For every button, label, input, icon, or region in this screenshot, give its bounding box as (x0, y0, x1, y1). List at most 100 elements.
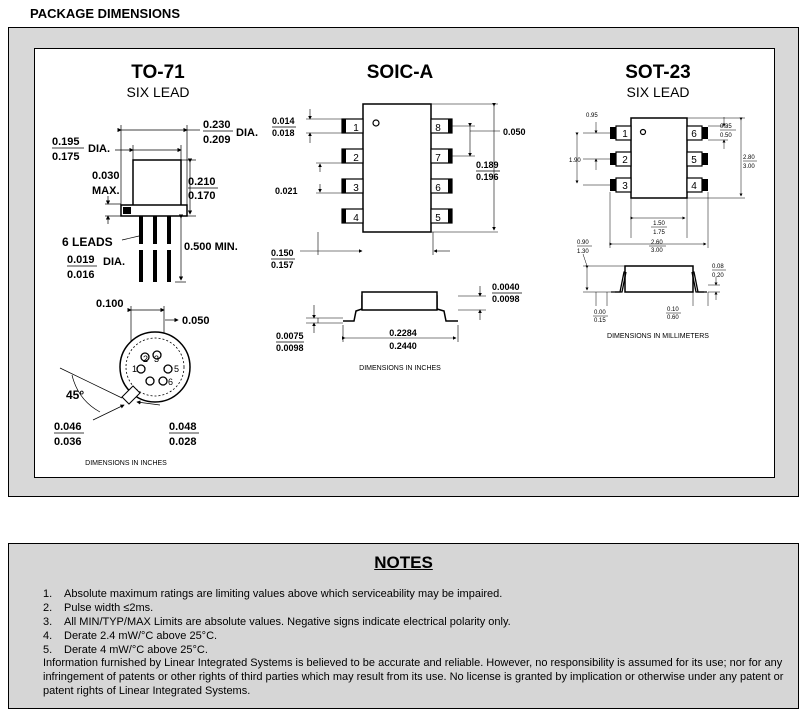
svg-text:DIA.: DIA. (88, 143, 110, 155)
svg-text:6: 6 (168, 377, 173, 387)
svg-text:DIMENSIONS IN INCHES: DIMENSIONS IN INCHES (85, 460, 167, 467)
note-item: 3.All MIN/TYP/MAX Limits are absolute va… (43, 616, 511, 628)
svg-text:3: 3 (154, 354, 159, 364)
sot23-pins (615, 125, 703, 193)
svg-text:DIA.: DIA. (103, 256, 125, 268)
svg-text:0.019: 0.019 (67, 254, 95, 266)
to71-drawing: TO-71 SIX LEAD 0.19 (52, 62, 258, 467)
svg-text:7: 7 (435, 153, 441, 164)
svg-text:0.0075: 0.0075 (276, 331, 304, 341)
svg-text:0.046: 0.046 (54, 421, 82, 433)
svg-text:1.30: 1.30 (577, 249, 589, 255)
sot23-body (630, 117, 688, 199)
svg-text:0.209: 0.209 (203, 134, 231, 146)
svg-text:0.021: 0.021 (275, 186, 298, 196)
soic-title: SOIC-A (367, 62, 434, 83)
section-header: PACKAGE DIMENSIONS (30, 6, 180, 21)
package-drawings: TO-71 SIX LEAD 0.19 (52, 62, 757, 467)
svg-text:45°: 45° (66, 388, 84, 402)
svg-text:DIMENSIONS IN INCHES: DIMENSIONS IN INCHES (359, 365, 441, 372)
svg-text:0.0098: 0.0098 (276, 343, 304, 353)
svg-text:0.018: 0.018 (272, 128, 295, 138)
svg-text:DIA.: DIA. (236, 127, 258, 139)
svg-text:0.00: 0.00 (594, 310, 606, 316)
soic-side-body (361, 291, 438, 311)
svg-text:2.60: 2.60 (651, 240, 663, 246)
sot23-subtitle: SIX LEAD (626, 84, 689, 100)
svg-text:0.170: 0.170 (188, 190, 216, 202)
to71-can (132, 159, 182, 211)
svg-text:0.2440: 0.2440 (389, 341, 417, 351)
svg-text:0.0098: 0.0098 (492, 294, 520, 304)
svg-text:1: 1 (132, 364, 137, 374)
svg-text:1.50: 1.50 (653, 221, 665, 227)
svg-text:0.50: 0.50 (720, 133, 732, 139)
to71-tab (123, 207, 131, 214)
svg-text:0.500 MIN.: 0.500 MIN. (184, 241, 238, 253)
svg-text:DIMENSIONS IN MILLIMETERS: DIMENSIONS IN MILLIMETERS (607, 333, 709, 340)
to71-title: TO-71 (131, 62, 185, 83)
svg-text:0.95: 0.95 (586, 113, 598, 119)
svg-text:1: 1 (353, 123, 359, 134)
svg-text:MAX.: MAX. (92, 185, 120, 197)
sot23-side-body (624, 265, 694, 293)
note-item: 1.Absolute maximum ratings are limiting … (43, 588, 503, 600)
svg-text:0.030: 0.030 (92, 170, 120, 182)
svg-text:3.00: 3.00 (743, 164, 755, 170)
svg-text:2: 2 (622, 155, 628, 166)
note-item: 4.Derate 2.4 mW/°C above 25°C. (43, 630, 218, 642)
svg-text:0.08: 0.08 (712, 264, 724, 270)
svg-text:0.196: 0.196 (476, 172, 499, 182)
svg-text:0.20: 0.20 (712, 273, 724, 279)
svg-text:3: 3 (353, 183, 359, 194)
svg-text:1.75: 1.75 (653, 230, 665, 236)
sot23-title: SOT-23 (625, 62, 690, 83)
sot23-drawing: SOT-23 SIX LEAD 1 2 3 6 5 4 0.95 1.90 0.… (569, 62, 757, 340)
soic-drawing: SOIC-A 1 2 3 4 8 7 6 5 0.014 0.018 (271, 62, 526, 372)
svg-text:0.195: 0.195 (52, 136, 80, 148)
svg-text:0.036: 0.036 (54, 436, 82, 448)
svg-text:6: 6 (691, 129, 697, 140)
notes-list: 1.Absolute maximum ratings are limiting … (43, 587, 511, 657)
svg-text:0.210: 0.210 (188, 176, 216, 188)
svg-text:0.0040: 0.0040 (492, 282, 520, 292)
to71-leads (139, 216, 171, 282)
svg-text:2: 2 (143, 354, 148, 364)
svg-text:5: 5 (174, 364, 179, 374)
svg-text:0.35: 0.35 (720, 124, 732, 130)
note-item: 5.Derate 4 mW/°C above 25°C. (43, 644, 208, 656)
svg-text:5: 5 (435, 213, 441, 224)
svg-text:0.150: 0.150 (271, 248, 294, 258)
svg-text:0.028: 0.028 (169, 436, 197, 448)
svg-text:0.230: 0.230 (203, 119, 231, 131)
svg-text:1: 1 (622, 129, 628, 140)
svg-text:0.15: 0.15 (594, 318, 606, 324)
svg-text:6: 6 (435, 183, 441, 194)
svg-text:8: 8 (435, 123, 441, 134)
svg-text:0.048: 0.048 (169, 421, 197, 433)
svg-text:0.050: 0.050 (503, 127, 526, 137)
svg-text:3.00: 3.00 (651, 248, 663, 254)
svg-text:0.016: 0.016 (67, 269, 95, 281)
notes-panel: NOTES 1.Absolute maximum ratings are lim… (8, 543, 799, 709)
svg-text:0.10: 0.10 (667, 307, 679, 313)
svg-text:0.90: 0.90 (577, 240, 589, 246)
svg-text:0.175: 0.175 (52, 151, 80, 163)
to71-bottom-outer (119, 331, 191, 403)
svg-text:4: 4 (353, 213, 359, 224)
to71-subtitle: SIX LEAD (126, 84, 189, 100)
svg-text:0.014: 0.014 (272, 116, 295, 126)
svg-text:2: 2 (353, 153, 359, 164)
disclaimer-text: Information furnished by Linear Integrat… (43, 657, 784, 697)
svg-text:3: 3 (622, 181, 628, 192)
svg-text:0.050: 0.050 (182, 315, 210, 327)
svg-text:0.157: 0.157 (271, 260, 294, 270)
svg-text:0.189: 0.189 (476, 160, 499, 170)
to71-pin-circles (136, 350, 173, 386)
svg-text:0.2284: 0.2284 (389, 328, 417, 338)
svg-text:4: 4 (691, 181, 697, 192)
svg-text:2.80: 2.80 (743, 155, 755, 161)
svg-text:0.60: 0.60 (667, 315, 679, 321)
notes-title: NOTES (374, 553, 433, 572)
svg-text:6 LEADS: 6 LEADS (62, 235, 113, 249)
